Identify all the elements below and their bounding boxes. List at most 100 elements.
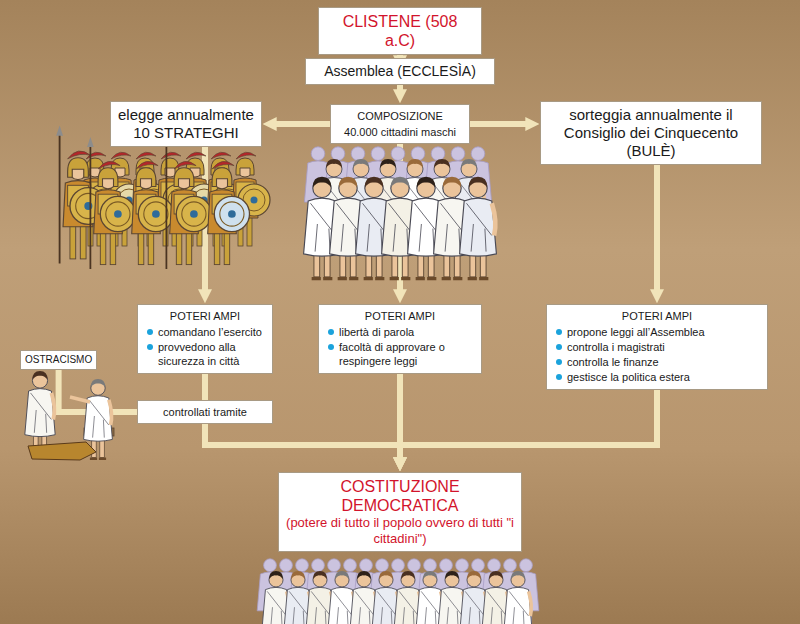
connector-line	[654, 165, 660, 290]
box-text: elegge annualmente 10 STRATEGHI	[118, 106, 254, 142]
silhouette-head	[311, 147, 325, 161]
silhouette-head	[371, 147, 385, 161]
powers-box: POTERI AMPIpropone leggi all’Assembleaco…	[546, 304, 768, 390]
robe-fold	[31, 393, 52, 433]
arm	[529, 591, 532, 616]
spear-tip	[87, 137, 94, 147]
sandal	[90, 457, 106, 460]
sandal	[442, 277, 463, 280]
silhouette-head	[392, 559, 405, 572]
silhouette-head	[344, 559, 357, 572]
robe-fold	[355, 591, 374, 624]
connector-line	[397, 85, 403, 90]
connector-line	[400, 390, 657, 458]
robe-fold	[89, 400, 109, 438]
sandal	[390, 277, 411, 280]
bullet-item: controlla i magistrati	[555, 340, 759, 354]
shield-rim	[106, 202, 130, 226]
silhouette-head	[471, 147, 485, 161]
robe	[460, 198, 497, 256]
silhouette-head	[440, 559, 453, 572]
arm	[492, 203, 496, 235]
box-text: 40.000 cittadini maschi	[338, 125, 462, 139]
shield	[214, 196, 249, 231]
hoplites-illustration	[56, 126, 270, 270]
assembly-crowd-illustration	[304, 147, 497, 281]
robe	[504, 587, 532, 624]
people-crowd-illustration	[257, 559, 539, 624]
connector-line	[202, 374, 208, 400]
sandal	[364, 277, 385, 280]
sandal	[338, 277, 359, 280]
silhouette-head	[328, 559, 341, 572]
shield	[100, 196, 135, 231]
hair	[91, 379, 105, 387]
crest	[136, 152, 156, 159]
greave	[148, 232, 154, 265]
shield-emblem	[190, 210, 198, 218]
greave	[80, 224, 86, 259]
spear	[166, 146, 168, 269]
crest	[68, 151, 91, 159]
hair	[365, 177, 383, 187]
greave	[186, 232, 192, 265]
silhouette-head	[411, 147, 425, 161]
sandal	[468, 277, 489, 280]
crest	[86, 152, 106, 159]
box-text: COSTITUZIONE DEMOCRATICA	[286, 477, 514, 515]
arm	[109, 400, 112, 425]
citizen-figure	[460, 177, 497, 281]
citizen-figure	[504, 571, 532, 624]
silhouette-head	[520, 559, 533, 572]
connector-line	[276, 121, 330, 127]
box-text: sorteggia annualmente il Consiglio dei C…	[548, 106, 754, 160]
greave	[176, 232, 182, 265]
shield	[176, 196, 211, 231]
silhouette-head	[264, 559, 277, 572]
robe-fold	[443, 591, 462, 624]
ostracism-illustration	[25, 371, 114, 460]
helmet	[136, 168, 156, 187]
crest	[236, 152, 256, 159]
helmet	[68, 158, 89, 178]
hair	[434, 159, 450, 168]
shield-rim	[220, 202, 244, 226]
silhouette-head	[296, 559, 309, 572]
pointing-arm	[70, 397, 90, 402]
body-box: elegge annualmente 10 STRATEGHI	[110, 101, 262, 147]
helmet	[174, 168, 194, 187]
hoplite-figure	[208, 161, 250, 264]
connector-line	[205, 424, 400, 458]
shield-emblem	[152, 210, 160, 218]
hair	[489, 571, 503, 579]
crest	[98, 161, 120, 169]
silhouette-head	[424, 559, 437, 572]
hair	[380, 159, 396, 168]
citizen-figure	[25, 371, 55, 457]
bullet-item: provvedono alla sicurezza in città	[146, 340, 264, 368]
sandal	[312, 277, 333, 280]
hair	[511, 571, 525, 579]
silhouette-head	[376, 559, 389, 572]
silhouette-head	[351, 147, 365, 161]
crest	[174, 161, 196, 169]
silhouette-head	[391, 147, 405, 161]
hair	[32, 371, 47, 380]
hair	[401, 571, 415, 579]
robe-fold	[311, 591, 330, 624]
hair	[467, 571, 481, 579]
assembly-box: Assemblea (ECCLESÌA)	[305, 58, 495, 85]
bullet-item: gestisce la politica estera	[555, 370, 759, 384]
crest	[212, 161, 234, 169]
title-box: CLISTENE (508 a.C)	[318, 7, 482, 55]
greave	[224, 232, 230, 265]
hair	[326, 159, 342, 168]
silhouette-head	[451, 147, 465, 161]
hoplite-figure	[87, 137, 135, 269]
connector-line	[470, 121, 526, 127]
robe-fold	[399, 591, 418, 624]
robe-fold	[267, 591, 286, 624]
hair	[291, 571, 305, 579]
hair	[423, 571, 437, 579]
